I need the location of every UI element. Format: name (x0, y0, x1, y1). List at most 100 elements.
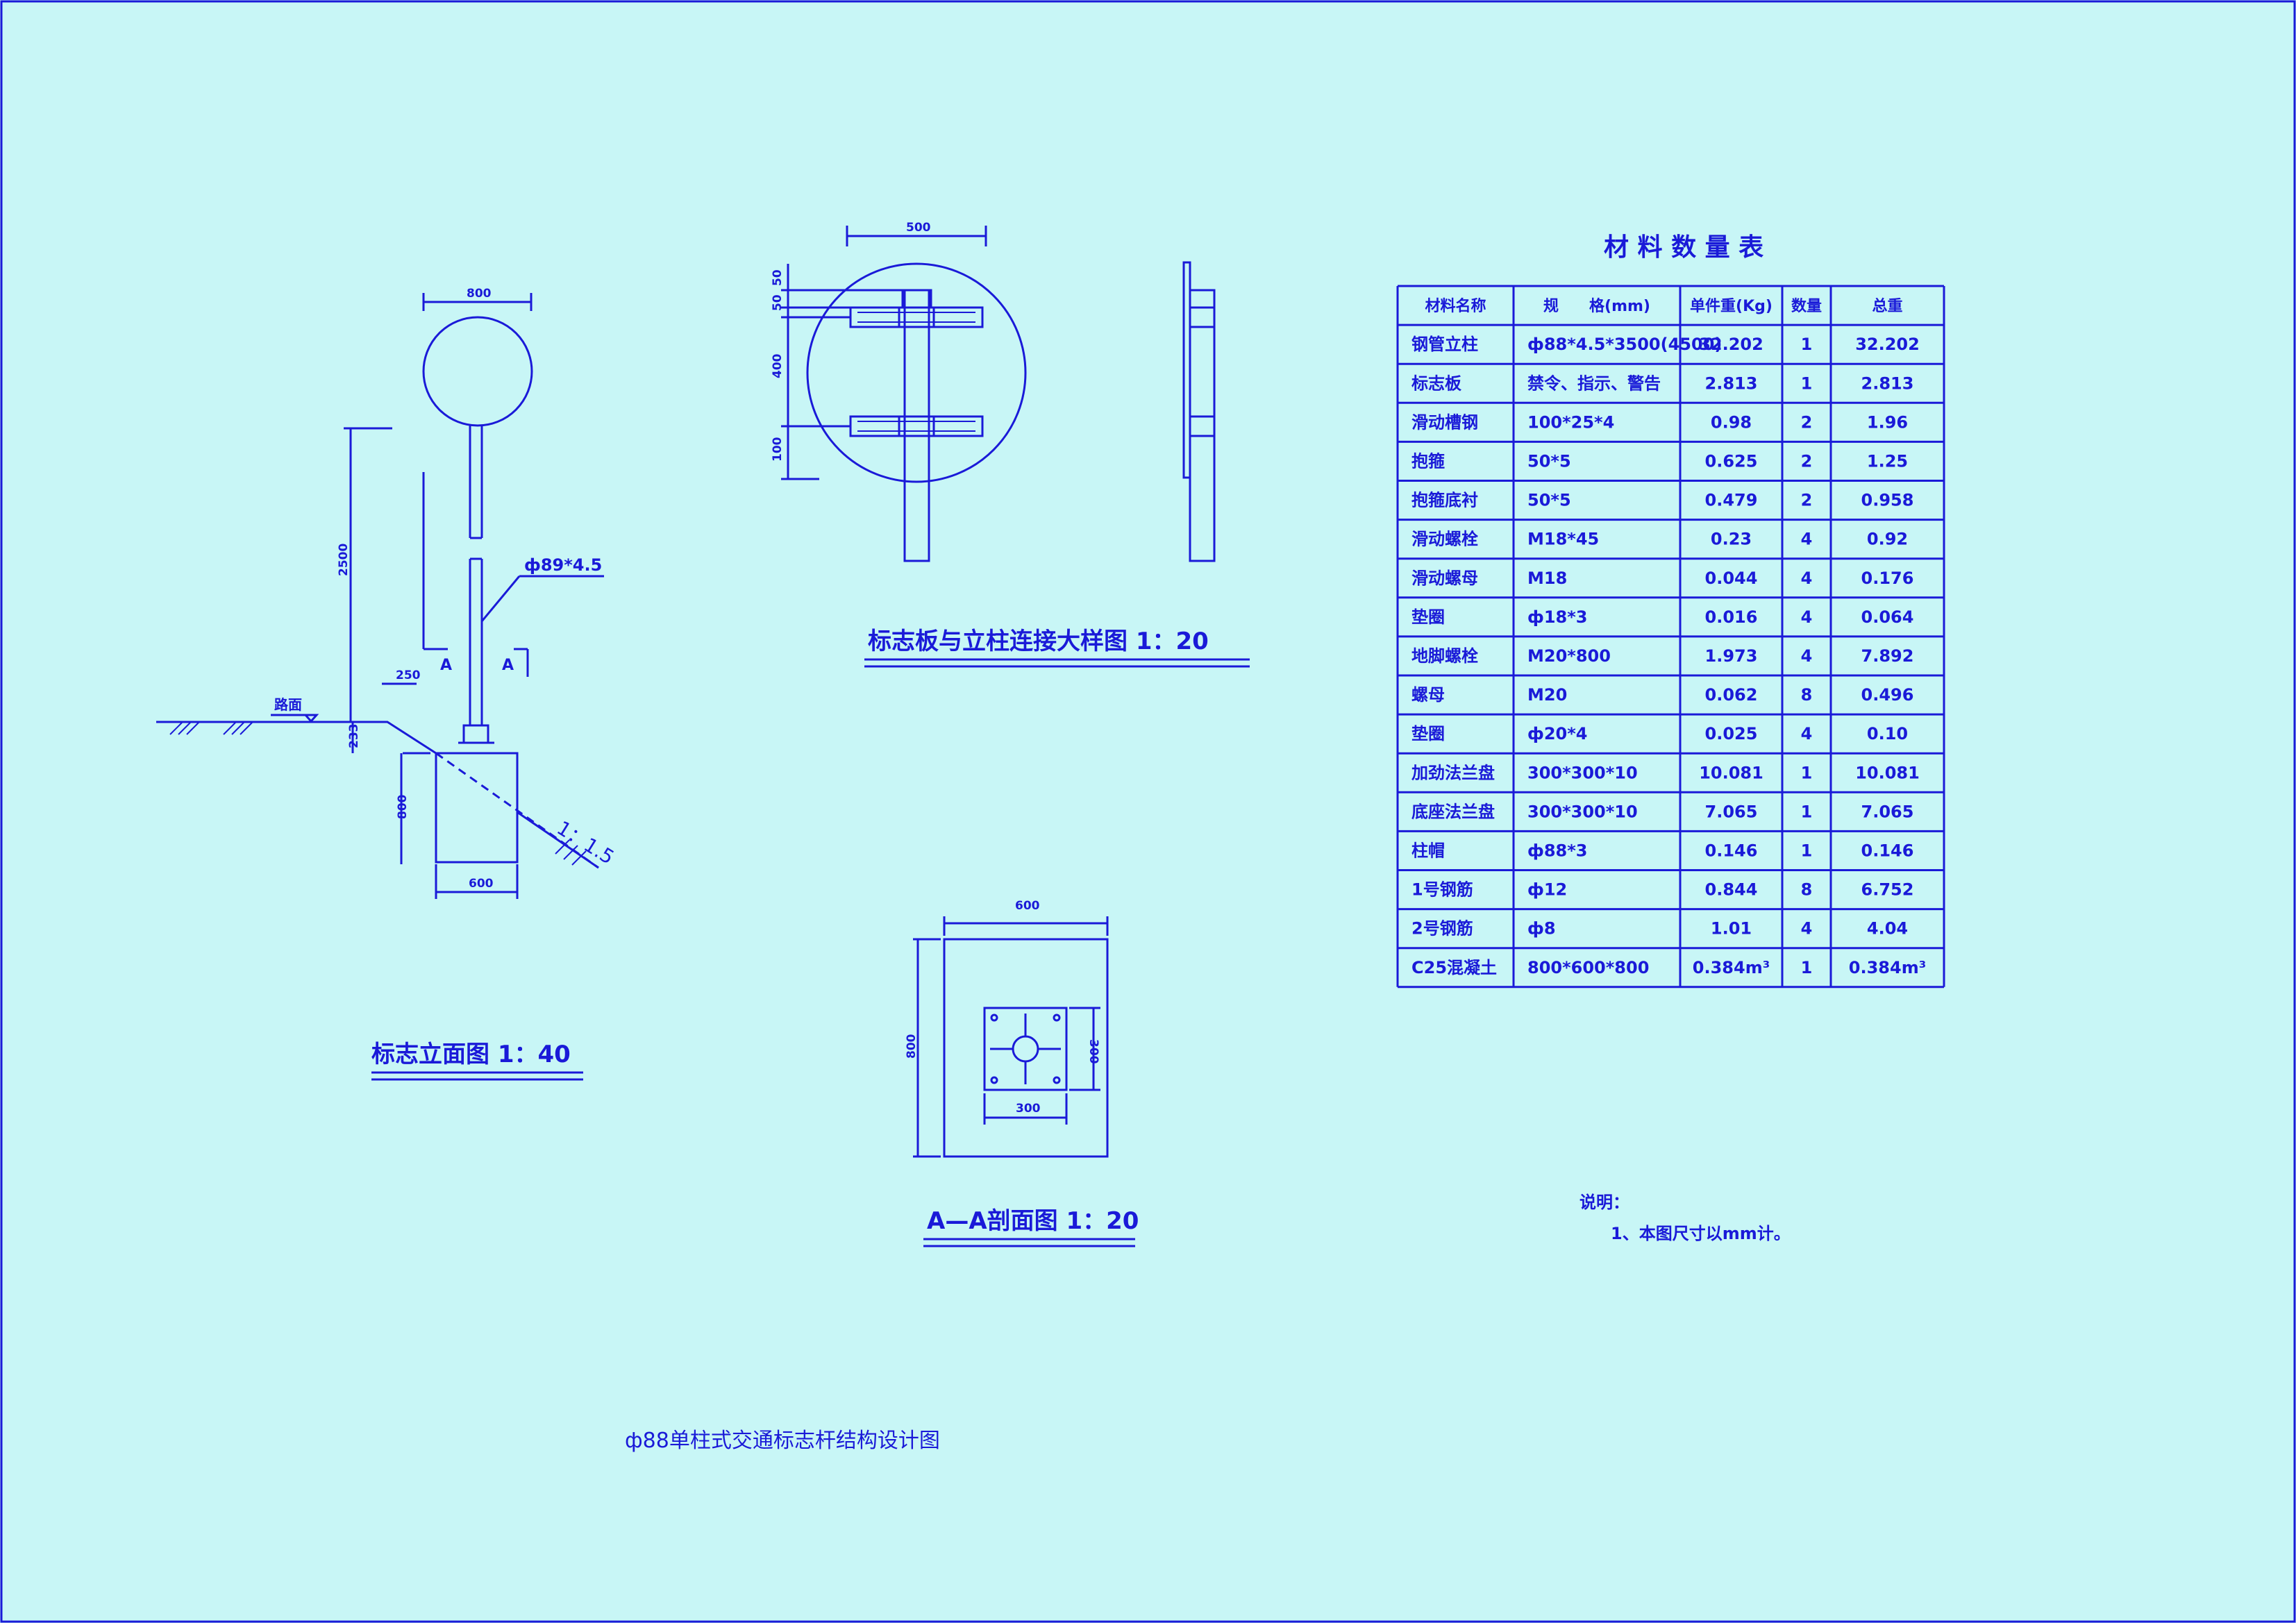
table-cell: 0.176 (1861, 569, 1914, 588)
detail-dim-50a: 50 (771, 269, 785, 286)
table-cell: 4 (1801, 646, 1813, 666)
table-cell: 4.04 (1867, 919, 1908, 939)
table-cell: 垫圈 (1411, 724, 1445, 743)
table-cell: 7.065 (1705, 802, 1758, 821)
table-cell: 螺母 (1411, 685, 1445, 705)
pole-base-flange (462, 724, 489, 744)
table-cell: 柱帽 (1411, 841, 1445, 860)
table-cell: M18*45 (1527, 530, 1599, 549)
table-cell: 2 (1801, 491, 1813, 510)
table-cell: 钢管立柱 (1411, 335, 1478, 354)
table-cell: 50*5 (1527, 451, 1571, 471)
table-header-cell: 单件重(Kg) (1690, 298, 1773, 315)
table-title: 材 料 数 量 表 (1604, 233, 1763, 262)
table-header-cell: 数量 (1791, 297, 1822, 315)
table-cell: ф88*3 (1527, 841, 1587, 860)
table-cell: 100*25*4 (1527, 412, 1614, 432)
table-cell: 1 (1801, 373, 1813, 393)
table-cell: 300*300*10 (1527, 763, 1638, 782)
section-base-plate (983, 1007, 1068, 1091)
table-cell: 4 (1801, 607, 1813, 627)
table-cell: 2.813 (1861, 373, 1914, 393)
table-cell: 1.25 (1867, 451, 1908, 471)
road-surface-label: 路面 (274, 696, 302, 713)
table-cell: 0.062 (1705, 685, 1758, 705)
notes-line-1: 1、本图尺寸以mm计。 (1611, 1224, 1791, 1243)
connection-detail-view (781, 226, 1216, 562)
table-cell: 1 (1801, 841, 1813, 860)
table-cell: ф20*4 (1527, 724, 1587, 743)
table-cell: 0.064 (1861, 607, 1914, 627)
detail-dim-50b: 50 (771, 294, 785, 311)
table-header-cell: 总重 (1872, 297, 1902, 315)
table-cell: 0.479 (1705, 491, 1758, 510)
section-dim-outer-height: 800 (905, 1034, 919, 1059)
dim-foundation-width: 600 (469, 877, 494, 891)
table-cell: C25混凝土 (1411, 958, 1497, 977)
table-cell: 0.98 (1711, 412, 1752, 432)
table-cell: 800*600*800 (1527, 958, 1649, 977)
dim-height: 2500 (337, 544, 351, 576)
table-cell: ф88*4.5*3500(4500) (1527, 335, 1722, 354)
section-dim-outer-width: 600 (1015, 899, 1040, 913)
table-cell: 4 (1801, 919, 1813, 939)
table-cell: 32.202 (1699, 335, 1763, 354)
drawing-title: ф88单柱式交通标志杆结构设计图 (625, 1429, 940, 1453)
dim-sign-width: 800 (467, 287, 492, 301)
table-cell: 4 (1801, 724, 1813, 743)
sign-plate-circle (422, 316, 533, 427)
table-cell: 10.081 (1699, 763, 1763, 782)
table-cell: 7.892 (1861, 646, 1914, 666)
table-cell: 抱箍底衬 (1411, 491, 1478, 510)
table-cell: 32.202 (1855, 335, 1920, 354)
dim-offset: 250 (396, 668, 421, 682)
table-cell: 50*5 (1527, 491, 1571, 510)
table-cell: M20*800 (1527, 646, 1611, 666)
elevation-view (156, 293, 604, 899)
table-cell: 0.146 (1705, 841, 1758, 860)
table-cell: 0.625 (1705, 451, 1758, 471)
table-cell: 0.384m³ (1849, 958, 1926, 977)
table-cell: 1.01 (1711, 919, 1752, 939)
table-cell: 10.081 (1855, 763, 1920, 782)
table-cell: ф12 (1527, 880, 1567, 900)
detail-dim-width: 500 (906, 221, 931, 235)
section-foundation-outline (943, 938, 1109, 1158)
table-cell: 2号钢筋 (1411, 919, 1473, 939)
table-cell: 滑动螺母 (1411, 569, 1478, 588)
table-cell: 1号钢筋 (1411, 880, 1473, 900)
table-cell: 标志板 (1411, 373, 1462, 393)
table-cell: 禁令、指示、警告 (1527, 373, 1661, 393)
elevation-title: 标志立面图 1：40 (371, 1041, 571, 1068)
section-dim-plate-width: 300 (1016, 1102, 1041, 1116)
lower-sliding-channel (849, 415, 984, 437)
table-cell: ф8 (1527, 919, 1556, 939)
table-cell: 2.813 (1705, 373, 1758, 393)
concrete-foundation (435, 752, 519, 864)
table-cell: 加劲法兰盘 (1411, 763, 1495, 782)
table-cell: 1.973 (1705, 646, 1758, 666)
table-cell: M20 (1527, 685, 1567, 705)
detail-dim-100: 100 (771, 437, 785, 462)
section-aa-view (913, 916, 1109, 1158)
table-cell: 地脚螺栓 (1411, 646, 1478, 666)
table-cell: ф18*3 (1527, 607, 1587, 627)
table-cell: 垫圈 (1411, 607, 1445, 627)
section-title: A—A剖面图 1：20 (927, 1207, 1139, 1235)
pole-spec-label: ф89*4.5 (524, 555, 602, 575)
table-cell: 2 (1801, 451, 1813, 471)
section-dim-plate-height: 300 (1087, 1039, 1100, 1064)
table-cell: 0.146 (1861, 841, 1914, 860)
table-cell: 4 (1801, 530, 1813, 549)
table-cell: 滑动螺栓 (1411, 530, 1478, 549)
section-mark-left: A (440, 657, 452, 674)
detail-dim-400: 400 (771, 353, 785, 378)
table-header-cell: 规 格(mm) (1543, 297, 1650, 315)
detail-sign-circle (806, 262, 1027, 483)
table-cell: 1.96 (1867, 412, 1908, 432)
notes-heading: 说明： (1579, 1193, 1629, 1212)
material-table (1396, 285, 1945, 989)
